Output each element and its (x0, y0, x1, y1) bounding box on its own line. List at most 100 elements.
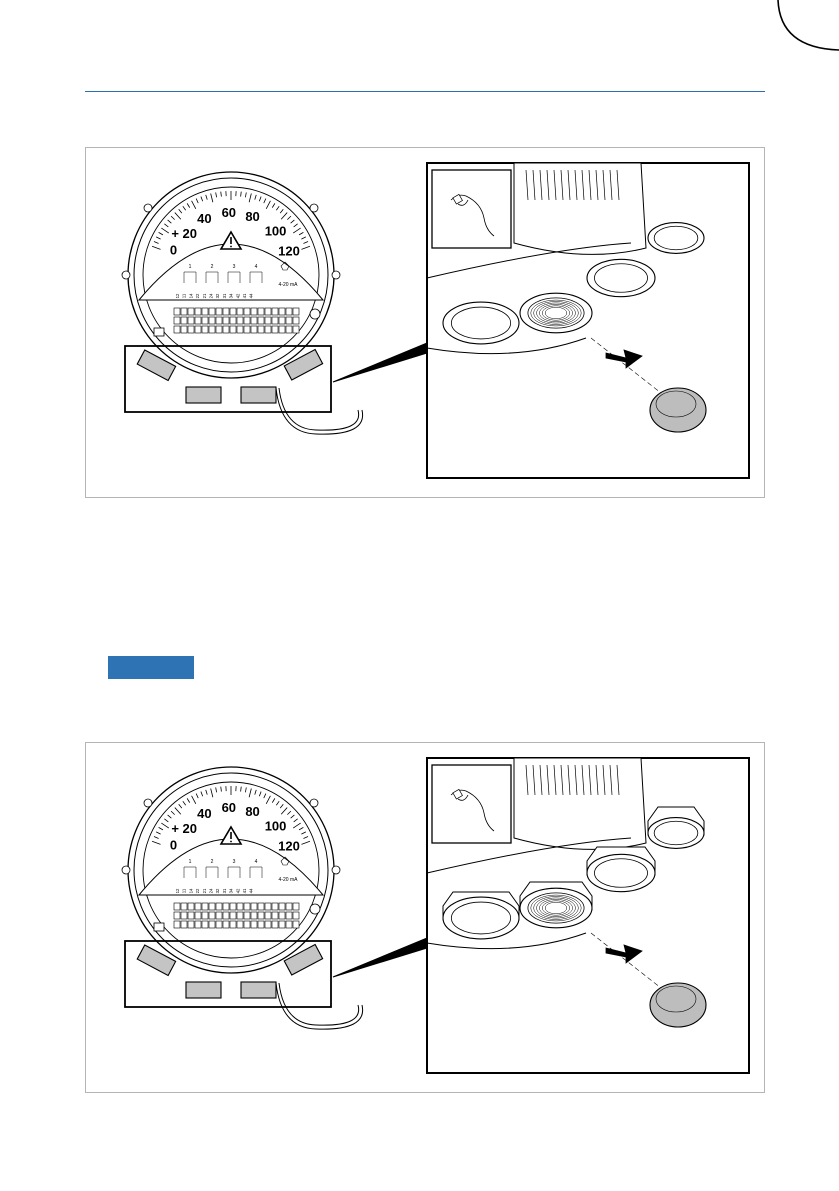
terminal-block (195, 326, 201, 333)
detail-illustration (427, 163, 749, 478)
terminal-block (195, 921, 201, 928)
terminal-block (230, 903, 236, 910)
scale-label: 100 (265, 223, 287, 238)
terminal-block (209, 921, 215, 928)
gauge-illustration: 0+ 2040608010012012344-20 mA121114222124… (122, 172, 427, 434)
terminal-number: 42 (235, 888, 240, 893)
terminal-block (265, 326, 271, 333)
terminal-clip (154, 328, 164, 336)
callout-wedge (333, 343, 427, 382)
terminal-number: 32 (215, 888, 220, 893)
terminal-block (230, 308, 236, 315)
terminal-block (223, 326, 229, 333)
terminal-block (195, 912, 201, 919)
terminal-block (251, 921, 257, 928)
terminal-block (272, 326, 278, 333)
terminal-block (237, 912, 243, 919)
terminal-number: 22 (195, 888, 200, 893)
terminal-block (293, 308, 299, 315)
hand-inset (432, 170, 511, 248)
mount-hole (122, 271, 130, 279)
terminal-block (258, 912, 264, 919)
terminal-block (244, 317, 250, 324)
terminal-number: 21 (202, 293, 207, 298)
terminal-number: 44 (249, 888, 254, 893)
terminal-block (202, 326, 208, 333)
terminal-block (251, 308, 257, 315)
mount-hole (144, 204, 152, 212)
terminal-block (174, 921, 180, 928)
terminal-block (293, 912, 299, 919)
terminal-block (265, 912, 271, 919)
cable-entry-plug (186, 982, 221, 998)
terminal-group-label: 1 (189, 264, 192, 270)
terminal-block (279, 921, 285, 928)
terminal-block (286, 308, 292, 315)
terminal-block (188, 317, 194, 324)
scale-label: 80 (245, 209, 259, 224)
terminal-group-label: 4 (255, 859, 258, 865)
terminal-block (272, 308, 278, 315)
terminal-block (286, 326, 292, 333)
terminal-block (265, 921, 271, 928)
cable-entry-plug (241, 982, 276, 998)
mount-hole (310, 204, 318, 212)
terminal-block (181, 317, 187, 324)
terminal-block (265, 903, 271, 910)
terminal-block (258, 921, 264, 928)
hand-inset (432, 765, 511, 843)
cable-gland-left (443, 897, 519, 939)
terminal-block (174, 912, 180, 919)
terminal-block (265, 308, 271, 315)
scale-label: 120 (278, 838, 300, 853)
terminal-block (244, 308, 250, 315)
terminal-block (293, 317, 299, 324)
terminal-block (244, 921, 250, 928)
cable-gland-right (587, 259, 655, 296)
terminal-block (216, 317, 222, 324)
terminal-number: 44 (249, 293, 254, 298)
terminal-block (188, 903, 194, 910)
scale-label: 40 (197, 806, 211, 821)
terminal-block (279, 317, 285, 324)
terminal-number: 11 (182, 888, 187, 893)
terminal-block (230, 317, 236, 324)
terminal-block (258, 326, 264, 333)
terminal-block (272, 921, 278, 928)
terminal-block (223, 903, 229, 910)
terminal-block (279, 308, 285, 315)
earth-screw (310, 904, 320, 914)
terminal-block (279, 903, 285, 910)
mount-hole (122, 866, 130, 874)
terminal-block (272, 317, 278, 324)
terminal-block (174, 903, 180, 910)
terminal-block (223, 308, 229, 315)
current-output-label: 4-20 mA (279, 282, 299, 288)
terminal-number: 41 (242, 888, 247, 893)
terminal-block (286, 912, 292, 919)
terminal-block (244, 326, 250, 333)
terminal-block (251, 903, 257, 910)
terminal-block (223, 912, 229, 919)
current-output-label: 4-20 mA (279, 877, 299, 883)
scale-label: 120 (278, 243, 300, 258)
terminal-block (286, 921, 292, 928)
scale-label: 0 (170, 837, 177, 852)
cable-gland-right (587, 854, 655, 891)
terminal-block (216, 903, 222, 910)
notice-badge (108, 656, 194, 679)
warning-icon-dot (230, 841, 232, 843)
terminal-block (181, 903, 187, 910)
earth-screw (310, 309, 320, 319)
terminal-block (237, 921, 243, 928)
callout-wedge (333, 938, 427, 977)
terminal-block (174, 326, 180, 333)
terminal-block (188, 326, 194, 333)
terminal-block (251, 912, 257, 919)
terminal-block (230, 921, 236, 928)
terminal-block (216, 308, 222, 315)
terminal-block (202, 921, 208, 928)
terminal-number: 42 (235, 293, 240, 298)
terminal-group-label: 2 (211, 264, 214, 270)
